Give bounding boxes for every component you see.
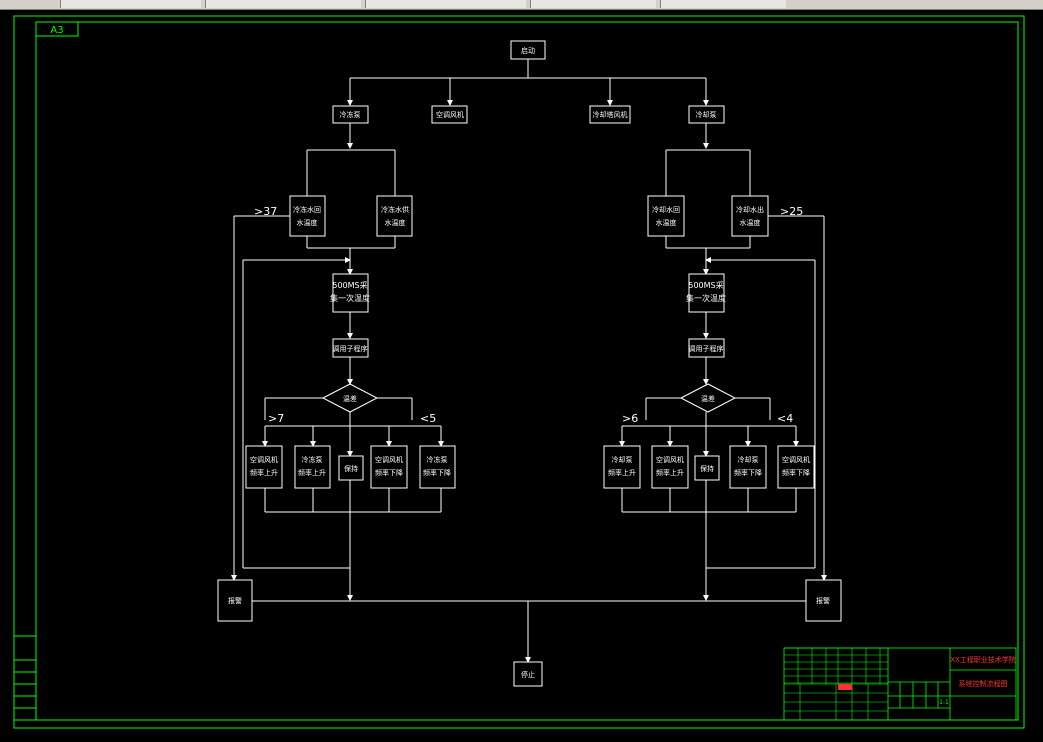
chilled-pump-label: 冷却泵 xyxy=(696,110,717,119)
left-calc-box[interactable] xyxy=(332,338,369,358)
flow-boxes xyxy=(217,40,842,687)
right-calc-box[interactable] xyxy=(688,338,725,358)
left-probe-b-label: 冷冻水供水温度 xyxy=(381,205,409,227)
right-keep-box[interactable] xyxy=(694,455,720,481)
flowchart-svg: A3 xyxy=(13,15,1025,729)
left-out1-box[interactable] xyxy=(245,445,283,489)
left-out2-label: 冷冻泵频率上升 xyxy=(298,455,326,477)
right-calc-label: 调用子程序 xyxy=(689,344,724,353)
toolbar-tab[interactable] xyxy=(660,0,786,8)
cooling-pump-label: 冷冻泵 xyxy=(340,110,361,119)
left-probe-b-box[interactable] xyxy=(376,195,413,237)
drawing-canvas[interactable]: A3 xyxy=(0,10,1043,738)
flow-labels: 启动冷冻泵空调风机冷却塔风机冷却泵冷冻水回水温度冷冻水供水温度冷却水回水温度冷却… xyxy=(228,46,830,679)
right-alarm-label: 报警 xyxy=(816,596,830,605)
right-probe-a-label: 冷却水回水温度 xyxy=(652,205,680,227)
right-threshold-label: >25 xyxy=(780,205,803,218)
right-probe-b-label: 冷却水出水温度 xyxy=(736,205,764,227)
right-alarm-box[interactable] xyxy=(805,579,842,622)
drawing-name: 系统控制流程图 xyxy=(959,679,1008,688)
left-probe-a-box[interactable] xyxy=(289,195,326,237)
right-out1-box[interactable] xyxy=(603,445,641,489)
sheet-label: A3 xyxy=(50,25,63,36)
left-out1-label: 空调风机频率上升 xyxy=(250,455,278,477)
right-out3-box[interactable] xyxy=(729,445,767,489)
toolbar-tab[interactable] xyxy=(60,0,201,8)
toolbar-tab[interactable] xyxy=(205,0,361,8)
right-out4-label: 空调风机频率下降 xyxy=(782,455,810,477)
start-box[interactable] xyxy=(510,40,546,60)
cooling-pump-box[interactable] xyxy=(332,105,369,124)
stop-label: 停止 xyxy=(521,670,535,679)
drawing-frame xyxy=(13,15,1025,729)
right-keep-label: 保持 xyxy=(700,464,714,473)
side-stamp xyxy=(13,635,37,721)
ahu-fan-label: 空调风机 xyxy=(436,110,464,119)
connector-lines xyxy=(231,59,827,663)
right-out2-label: 空调风机频率上升 xyxy=(656,455,684,477)
cooling-tower-fan-label: 冷却塔风机 xyxy=(593,110,628,119)
right-out4-box[interactable] xyxy=(777,445,815,489)
right-decision-label: 温差 xyxy=(701,394,715,403)
left-keep-label: 保持 xyxy=(344,464,358,473)
scale-value: 1:1 xyxy=(939,699,949,706)
title-block-grid xyxy=(784,647,888,721)
left-out3-box[interactable] xyxy=(370,445,408,489)
start-label: 启动 xyxy=(521,46,535,55)
toolbar-tab[interactable] xyxy=(530,0,656,8)
right-out2-box[interactable] xyxy=(651,445,689,489)
left-alarm-label: 报警 xyxy=(228,596,242,605)
stop-box[interactable] xyxy=(513,661,543,687)
left-sample-label: 500MS采集一次温度 xyxy=(330,280,370,303)
left-sample-box[interactable] xyxy=(332,273,369,313)
red-mark xyxy=(838,684,852,690)
toolbar-strip xyxy=(0,0,1043,10)
right-probe-b-box[interactable] xyxy=(731,195,769,237)
ahu-fan-box[interactable] xyxy=(431,105,468,124)
left-calc-label: 调用子程序 xyxy=(333,344,368,353)
left-alarm-box[interactable] xyxy=(217,579,253,622)
right-out3-label: 冷却泵频率下降 xyxy=(734,455,762,477)
school-name: XX工程职业技术学院 xyxy=(950,655,1016,664)
left-threshold-label: >37 xyxy=(254,205,277,218)
right-gt-label: >6 xyxy=(622,412,638,425)
left-out2-box[interactable] xyxy=(294,445,331,489)
left-decision-diamond[interactable] xyxy=(321,383,379,413)
left-decision-label: 温差 xyxy=(343,394,357,403)
right-decision-diamond[interactable] xyxy=(679,383,737,413)
toolbar-tab[interactable] xyxy=(365,0,526,8)
left-out4-label: 冷冻泵频率下降 xyxy=(423,455,451,477)
right-sample-box[interactable] xyxy=(688,273,725,313)
left-lt-label: <5 xyxy=(420,412,436,425)
left-gt-label: >7 xyxy=(268,412,284,425)
right-out1-label: 冷却泵频率上升 xyxy=(608,455,636,477)
chilled-pump-box[interactable] xyxy=(688,105,725,124)
left-out3-label: 空调风机频率下降 xyxy=(375,455,403,477)
left-probe-a-label: 冷冻水回水温度 xyxy=(293,205,321,227)
cooling-tower-fan-box[interactable] xyxy=(589,105,631,124)
left-keep-box[interactable] xyxy=(338,455,364,481)
right-sample-label: 500MS采集一次温度 xyxy=(686,280,726,303)
right-lt-label: <4 xyxy=(777,412,793,425)
right-probe-a-box[interactable] xyxy=(647,195,685,237)
left-out4-box[interactable] xyxy=(419,445,456,489)
